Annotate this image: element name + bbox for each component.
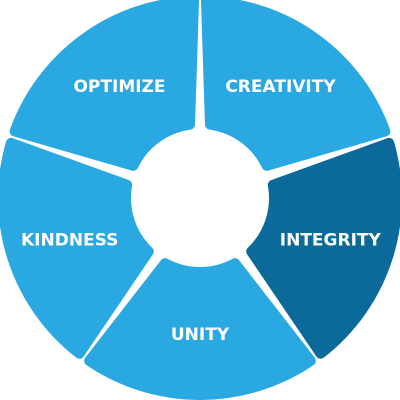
segment-kindness-label: KINDNESS [21, 230, 118, 250]
segment-creativity: CREATIVITY [201, 0, 391, 171]
segment-kindness-shape [0, 137, 154, 359]
segment-unity-shape [84, 258, 316, 400]
segment-unity-label: UNITY [171, 325, 230, 345]
segment-kindness: KINDNESS [0, 137, 154, 359]
segment-unity: UNITY [84, 258, 316, 400]
segment-integrity: INTEGRITY [246, 137, 400, 359]
segment-optimize-label: OPTIMIZE [73, 77, 165, 97]
segment-optimize: OPTIMIZE [9, 0, 199, 171]
segment-creativity-shape [201, 0, 391, 171]
segment-creativity-label: CREATIVITY [225, 77, 336, 97]
segment-integrity-shape [246, 137, 400, 359]
segment-integrity-label: INTEGRITY [280, 230, 382, 250]
segment-optimize-shape [9, 0, 199, 171]
